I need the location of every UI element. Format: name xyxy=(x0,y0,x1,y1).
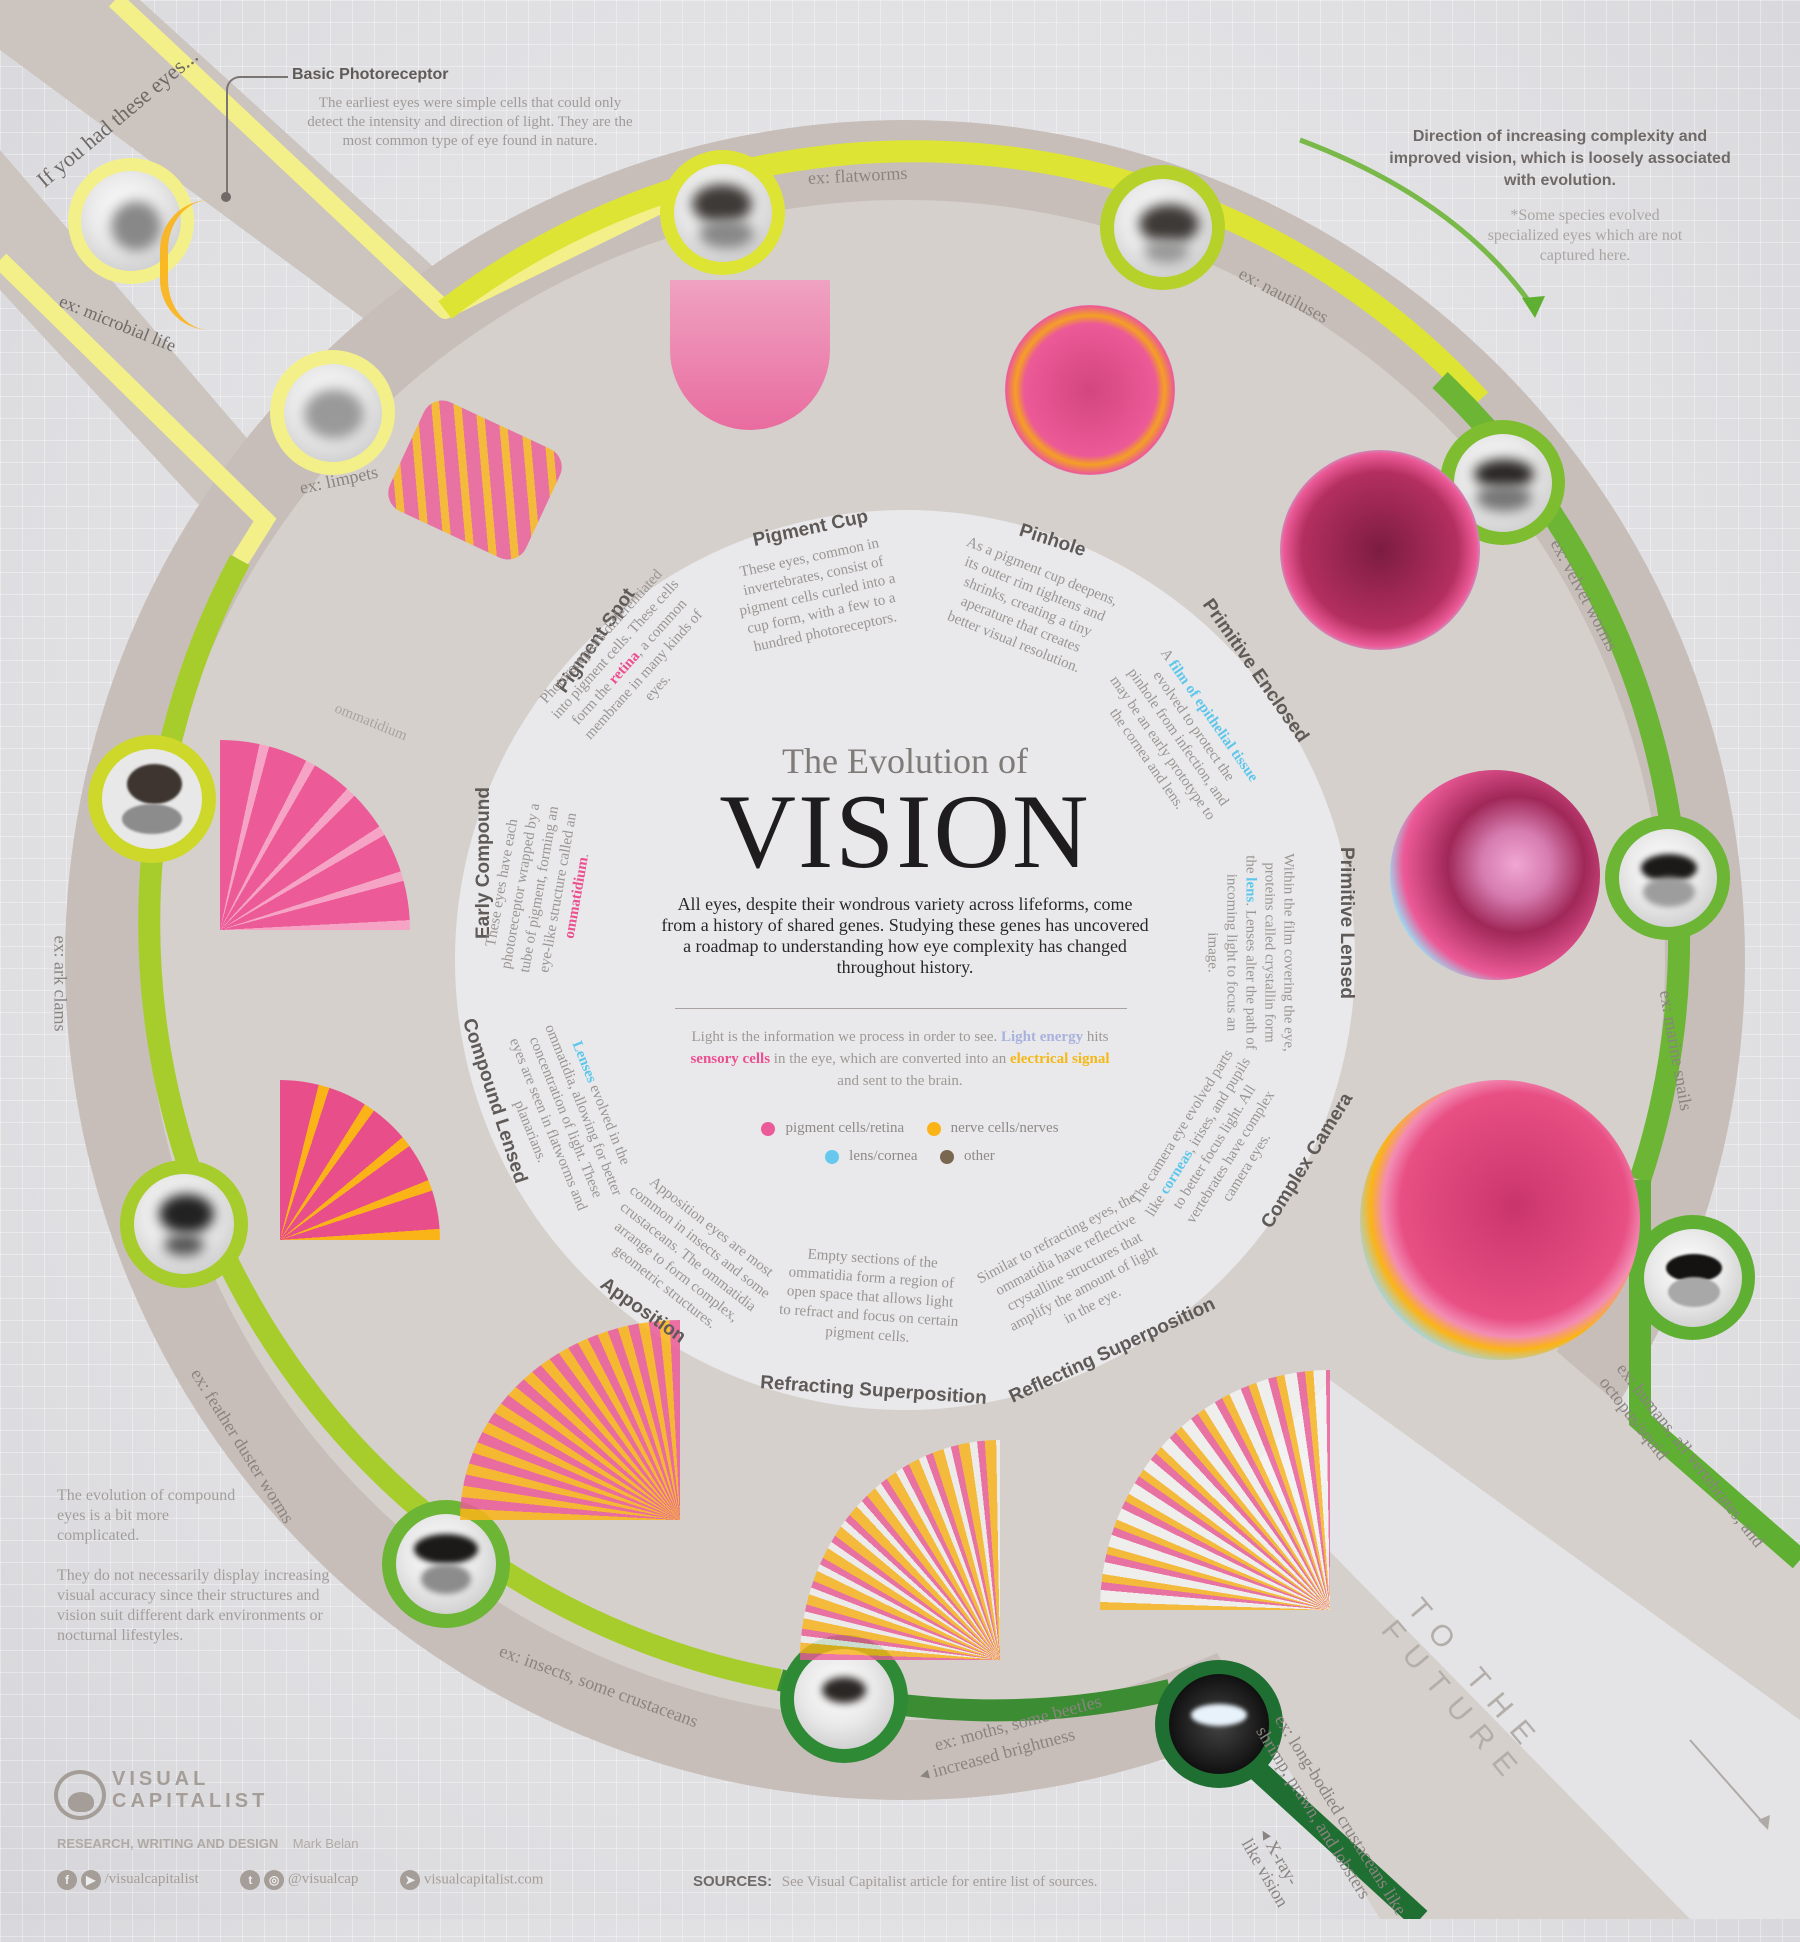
callout-leader-line xyxy=(226,76,288,198)
callout-dot xyxy=(221,192,231,202)
instagram-icon[interactable]: ◎ xyxy=(264,1870,285,1890)
social-handle-tw-ig[interactable]: @visualcap xyxy=(287,1871,359,1888)
legend-item-lens: lens/cornea xyxy=(825,1148,917,1164)
electrical-signal-term: electrical signal xyxy=(1009,1051,1110,1067)
eye-node-flatworms xyxy=(660,150,785,275)
pinhole-illustration xyxy=(1005,305,1175,475)
eye-node-crustaceans xyxy=(1155,1660,1283,1788)
brand-name-line1: VISUAL xyxy=(112,1768,210,1790)
page-title: VISION xyxy=(719,773,1091,890)
brand-name-line2: CAPITALIST xyxy=(112,1790,269,1812)
legend-item-nerve: nerve cells/nerves xyxy=(926,1120,1059,1136)
basic-photoreceptor-title: Basic Photoreceptor xyxy=(292,66,449,83)
eye-node-nautiluses xyxy=(1100,165,1225,290)
legend-item-pigment: pigment cells/retina xyxy=(761,1120,904,1136)
primitive-enclosed-illustration xyxy=(1280,450,1480,650)
credit-label: RESEARCH, WRITING AND DESIGN xyxy=(57,1836,279,1851)
direction-footnote: *Some species evolved specialized eyes w… xyxy=(1487,207,1683,264)
legend-row-1: pigment cells/retina nerve cells/nerves xyxy=(720,1114,1100,1142)
eye-node-humans xyxy=(1630,1215,1755,1340)
sources-label: SOURCES: xyxy=(693,1873,773,1890)
stage-heading-primitive-lensed: Primitive Lensed xyxy=(1336,846,1358,1000)
eye-node-limpets xyxy=(270,350,395,475)
pigment-cup-illustration xyxy=(670,280,830,430)
credit-name: Mark Belan xyxy=(292,1836,359,1851)
other-dot-icon xyxy=(939,1149,954,1164)
stage-text-primitive-lensed: Within the film covering the eye, protei… xyxy=(1204,853,1297,1052)
logo-icon xyxy=(54,1770,106,1820)
stage-text-refracting: Empty sections of the ommatidia form a r… xyxy=(778,1246,959,1346)
light-note-part3: in the eye, which are converted into an xyxy=(770,1051,1010,1067)
complex-camera-illustration xyxy=(1360,1080,1640,1360)
compound-note-p2: They do not necessarily display increasi… xyxy=(57,1567,330,1644)
divider xyxy=(675,1008,1127,1009)
sources-text: See Visual Capitalist article for entire… xyxy=(781,1874,1098,1890)
lens-dot-icon xyxy=(825,1149,840,1164)
basic-photoreceptor-illustration xyxy=(160,200,258,330)
twitter-icon[interactable]: t xyxy=(240,1870,261,1890)
cursor-icon[interactable]: ➤ xyxy=(400,1870,421,1890)
pigment-dot-icon xyxy=(761,1121,776,1136)
website-link[interactable]: visualcapitalist.com xyxy=(423,1871,544,1888)
legend-row-2: lens/cornea other xyxy=(720,1142,1100,1170)
example-ark-clams: ex: ark clams xyxy=(50,935,71,1032)
sources: SOURCES: See Visual Capitalist article f… xyxy=(693,1872,1098,1891)
eye-node-feather-duster xyxy=(120,1160,248,1288)
nerve-dot-icon xyxy=(926,1121,941,1136)
title-line-1: The Evolution of xyxy=(782,741,1028,781)
light-note-part2: hits xyxy=(1083,1029,1109,1045)
sensory-cells-term: sensory cells xyxy=(690,1051,771,1067)
intro-paragraph: All eyes, despite their wondrous variety… xyxy=(661,894,1149,977)
legend: pigment cells/retina nerve cells/nerves … xyxy=(720,1114,1100,1170)
light-note-part4: and sent to the brain. xyxy=(837,1073,963,1089)
light-note: Light is the information we process in o… xyxy=(690,1026,1110,1092)
primitive-lensed-illustration xyxy=(1390,770,1600,980)
facebook-icon[interactable]: f xyxy=(57,1870,77,1890)
credits: RESEARCH, WRITING AND DESIGN Mark Belan xyxy=(57,1836,358,1851)
eye-node-marine-snails xyxy=(1605,815,1730,940)
eye-node-insects xyxy=(382,1500,510,1628)
social-handle-fb-yt[interactable]: /visualcapitalist xyxy=(104,1871,199,1888)
brand-logo[interactable]: VISUAL CAPITALIST xyxy=(54,1768,294,1826)
lens-term: lens xyxy=(1242,877,1259,903)
compound-note-p1: The evolution of compound eyes is a bit … xyxy=(57,1487,236,1544)
direction-note: Direction of increasing complexity and i… xyxy=(1389,128,1731,189)
youtube-icon[interactable]: ▶ xyxy=(80,1870,101,1890)
social-links: f ▶ /visualcapitalist t ◎ @visualcap ➤ v… xyxy=(57,1870,543,1890)
light-energy-term: Light energy xyxy=(1001,1029,1084,1045)
eye-node-ark-clams xyxy=(88,735,216,863)
basic-photoreceptor-text: The earliest eyes were simple cells that… xyxy=(307,95,633,149)
legend-item-other: other xyxy=(939,1148,995,1164)
light-note-part1: Light is the information we process in o… xyxy=(691,1029,1001,1045)
